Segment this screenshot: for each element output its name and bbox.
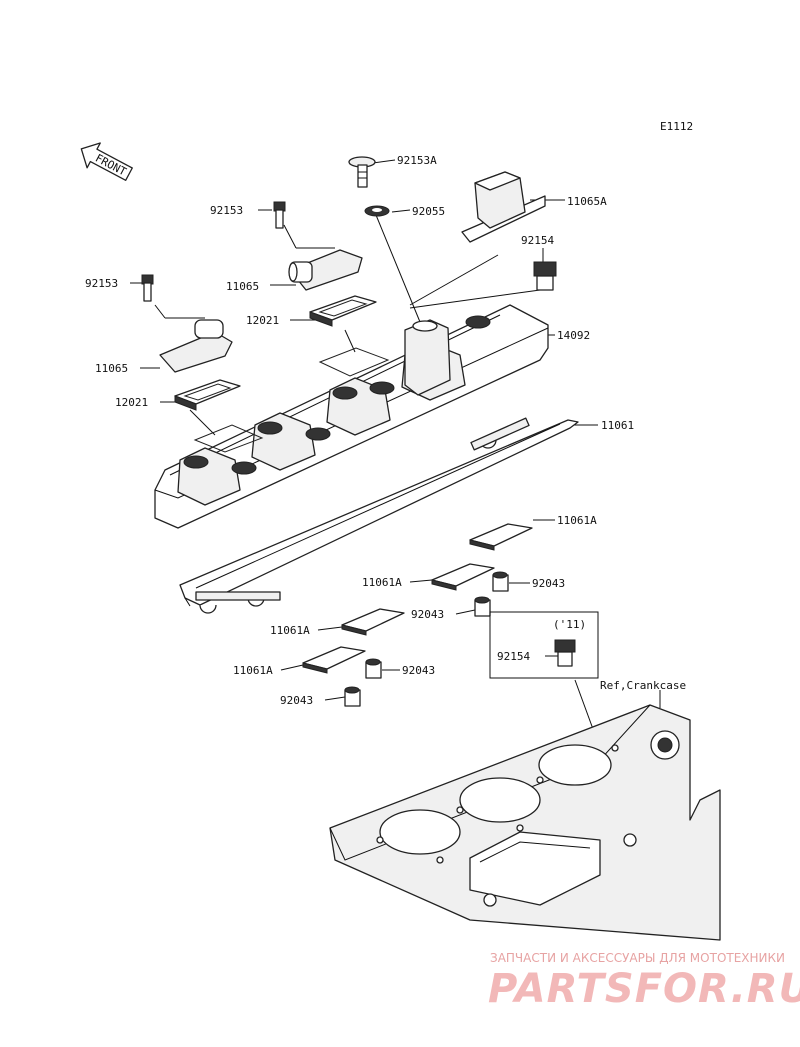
label-92043-4: 92043 [280, 694, 313, 707]
cover-11065-lower [159, 319, 233, 373]
label-92043-1: 92043 [532, 577, 565, 590]
watermark-brand: PARTSFOR.RU [488, 966, 800, 1012]
watermark-caption: ЗАПЧАСТИ И АКСЕССУАРЫ ДЛЯ МОТОТЕХНИКИ [490, 951, 785, 965]
plug-92154-upper [533, 261, 557, 291]
label-11065-upper: 11065 [226, 280, 259, 293]
label-92154-upper: 92154 [521, 234, 554, 247]
cover-11065-upper [288, 249, 363, 291]
dowel-92043-4 [344, 686, 361, 707]
gasket-11061A-2 [431, 563, 495, 591]
label-12021-upper: 12021 [246, 314, 279, 327]
label-92043-3: 92043 [402, 664, 435, 677]
label-11061: 11061 [601, 419, 634, 432]
part-labels: 92153A 92055 11065A 92153 92154 11065 12… [85, 154, 686, 707]
dowel-92043-1 [492, 571, 509, 592]
variant-note: ('11) [553, 618, 586, 631]
washer-92055 [364, 205, 390, 217]
label-11061A-2: 11061A [362, 576, 402, 589]
label-12021-lower: 12021 [115, 396, 148, 409]
dowel-92043-3 [365, 658, 382, 679]
label-11065-lower: 11065 [95, 362, 128, 375]
label-11061A-3: 11061A [270, 624, 310, 637]
label-92043-2: 92043 [411, 608, 444, 621]
watermark: ЗАПЧАСТИ И АКСЕССУАРЫ ДЛЯ МОТОТЕХНИКИ PA… [488, 951, 800, 1012]
bolt-92153-upper [273, 201, 286, 229]
bolt-92153-lower [141, 274, 154, 302]
label-11065A: 11065A [567, 195, 607, 208]
gasket-11061A-3 [341, 608, 405, 636]
cylinder-head-cover-14092 [154, 304, 549, 529]
label-11061A-4: 11061A [233, 664, 273, 677]
dowel-92043-2 [474, 596, 491, 617]
front-label: FRONT [93, 152, 129, 179]
label-92154-lower: 92154 [497, 650, 530, 663]
gasket-12021-upper [309, 295, 377, 327]
plate-11065A [461, 171, 546, 243]
label-92153-upper: 92153 [210, 204, 243, 217]
front-arrow-icon: FRONT [80, 142, 133, 182]
label-14092: 14092 [557, 329, 590, 342]
diagram-code: E1112 [660, 120, 693, 133]
reference-label: Ref,Crankcase [600, 679, 686, 692]
variant-box [489, 611, 599, 679]
label-92153A: 92153A [397, 154, 437, 167]
crankcase-reference [329, 704, 721, 941]
bolt-92153A [348, 156, 376, 188]
gasket-11061A-4 [302, 646, 366, 674]
gasket-12021-lower [174, 379, 241, 411]
label-92055: 92055 [412, 205, 445, 218]
gasket-11061A-1 [469, 523, 533, 551]
label-11061A-1: 11061A [557, 514, 597, 527]
gasket-11061 [179, 417, 579, 614]
label-92153-lower: 92153 [85, 277, 118, 290]
